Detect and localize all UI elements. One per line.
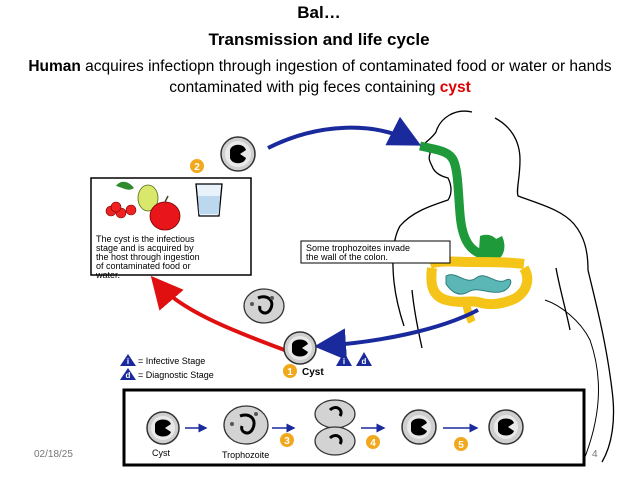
- colon-note-box: [300, 240, 451, 264]
- box-caption-line-3: the host through ingestion: [96, 252, 200, 262]
- page-number: 4: [592, 449, 598, 460]
- stage-2-badge: [190, 159, 204, 173]
- diagnostic-badge-letter: d: [362, 357, 367, 366]
- arrow-ingestion: [267, 116, 422, 150]
- step-4-badge: [366, 435, 380, 449]
- step-4-number: 4: [370, 438, 376, 449]
- colon: [426, 265, 533, 310]
- colon-note-line-1: Some trophozoites invade: [306, 243, 411, 253]
- step-5-badge: [454, 437, 468, 451]
- body-text: acquires infectiopn through ingestion of…: [80, 58, 612, 96]
- slide-subtitle: Transmission and life cycle: [208, 30, 430, 49]
- panel-dividing-icon: [314, 399, 356, 456]
- top-cyst-icon: [220, 136, 256, 172]
- body-highlight-word: cyst: [439, 79, 471, 96]
- footer-date: 02/18/25: [34, 449, 73, 460]
- step-3-number: 3: [284, 436, 290, 447]
- cyst-label: Cyst: [302, 367, 324, 378]
- stage-2-number: 2: [194, 162, 200, 173]
- fruit-icon: [105, 181, 181, 231]
- legend-infective-icon: [120, 354, 136, 366]
- box-caption-line-4: of contaminated food or: [96, 261, 191, 271]
- panel-cyst-3-icon: [488, 409, 524, 445]
- step-3-badge: [280, 433, 294, 447]
- step-5-number: 5: [458, 440, 464, 451]
- trophozoite-icon: [243, 288, 285, 324]
- infective-badge: [336, 352, 352, 366]
- arrow-excretion: [314, 308, 479, 361]
- small-intestine: [445, 274, 512, 295]
- water-glass-icon: [195, 183, 223, 217]
- middle-cyst-icon: [283, 331, 317, 365]
- box-caption-line-5: water.: [96, 270, 121, 280]
- diagnostic-badge: [356, 352, 372, 366]
- arrow-contamination: [150, 275, 291, 354]
- panel-cyst-2-icon: [401, 409, 437, 445]
- legend-diagnostic-icon: [120, 368, 136, 380]
- slide-title: Bal…: [297, 3, 341, 22]
- infective-badge-letter: i: [343, 357, 345, 366]
- legend-diagnostic-label: = Diagnostic Stage: [138, 370, 214, 380]
- body-bold-word: Human: [28, 58, 81, 75]
- panel-cyst-1-icon: [146, 411, 180, 445]
- stage-1-badge: [283, 364, 297, 378]
- legend-infective-letter: i: [127, 357, 129, 366]
- panel-trophozoite-icon: [223, 405, 269, 445]
- colon-note-line-2: the wall of the colon.: [306, 252, 389, 262]
- box-caption-line-1: The cyst is the infectious: [96, 234, 195, 244]
- legend-infective-label: = Infective Stage: [138, 356, 205, 366]
- box-caption-line-2: stage and is acquired by: [96, 243, 194, 253]
- colon-pointer-line: [544, 299, 599, 463]
- panel-trophozoite-label: Trophozoite: [222, 450, 269, 460]
- panel-cyst-label: Cyst: [152, 448, 170, 458]
- stage-1-number: 1: [287, 367, 293, 378]
- slide-body-text: Human acquires infectiopn through ingest…: [20, 56, 620, 98]
- legend-diagnostic-letter: d: [126, 371, 131, 380]
